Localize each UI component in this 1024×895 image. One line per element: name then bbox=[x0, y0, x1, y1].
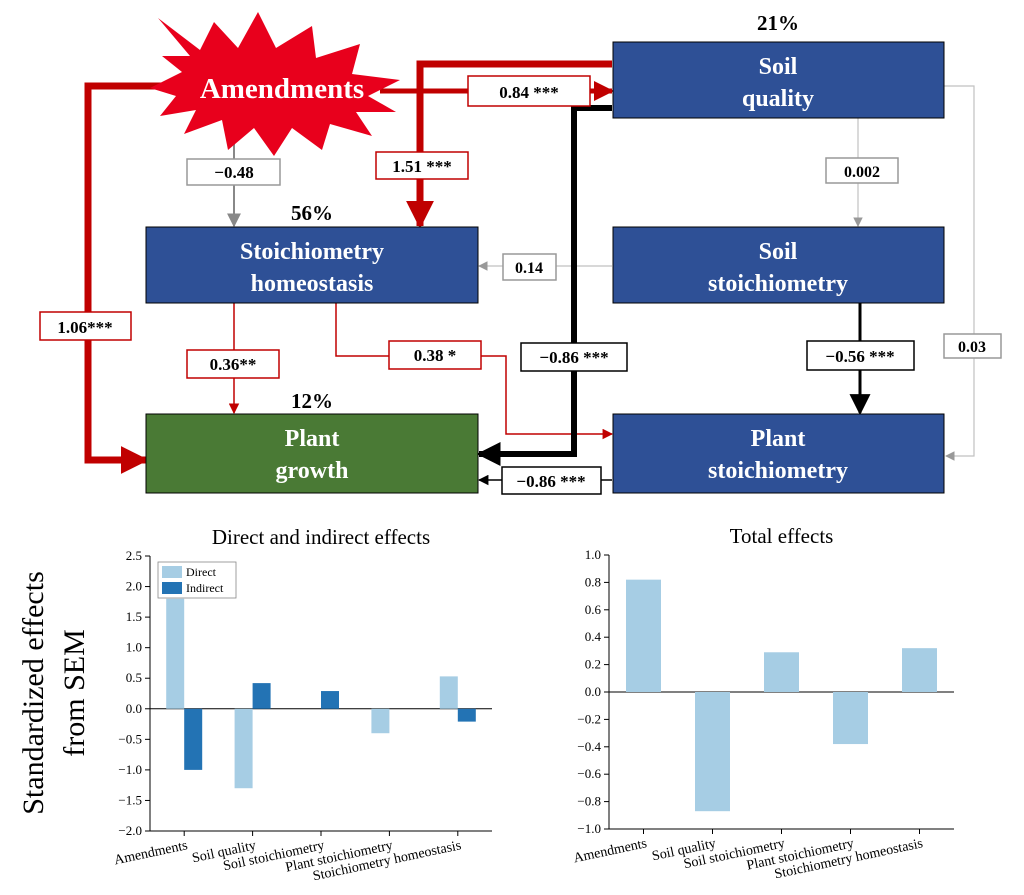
y-tick-label: −0.2 bbox=[577, 711, 601, 726]
x-tick-label: Amendments bbox=[113, 838, 189, 868]
node-soil-quality-line2: quality bbox=[742, 86, 814, 112]
bar-indirect bbox=[184, 708, 203, 770]
coef-soil-quality-homeostasis-text: 1.51 *** bbox=[392, 157, 452, 176]
y-tick-label: 0.5 bbox=[126, 670, 142, 685]
coef-amendments-homeostasis-text: −0.48 bbox=[214, 163, 253, 182]
bar-indirect bbox=[457, 708, 476, 722]
coef-amendments-plant-growth-text: 1.06*** bbox=[57, 318, 112, 337]
coef-soil-quality-homeostasis: 1.51 *** bbox=[375, 151, 469, 180]
bar-total bbox=[626, 579, 661, 692]
node-soil-stoichiometry: Soil stoichiometry bbox=[612, 226, 945, 304]
bar-indirect bbox=[252, 683, 271, 709]
y-label-line2: from SEM bbox=[58, 629, 91, 757]
node-soil-stoich-line2: stoichiometry bbox=[708, 271, 848, 297]
amendments-node: Amendments bbox=[150, 12, 400, 156]
y-tick-label: −0.8 bbox=[577, 794, 601, 809]
coef-soil-stoich-plant-stoich-text: −0.56 *** bbox=[825, 347, 894, 366]
legend-swatch bbox=[162, 582, 182, 594]
y-tick-label: −1.0 bbox=[118, 762, 142, 777]
y-tick-label: 1.5 bbox=[126, 609, 142, 624]
coef-homeostasis-plant-stoich: 0.38 * bbox=[388, 340, 482, 370]
chart-total-effects: Total effects 1.0 0.8 0.6 0.4 0.2 0.0 −0.2 −0.4 −… bbox=[572, 524, 954, 882]
node-plant-growth-line1: Plant bbox=[285, 426, 340, 452]
y-tick-label: 0.0 bbox=[126, 701, 142, 716]
shared-y-axis-label: Standardized effects from SEM bbox=[17, 571, 91, 815]
coef-soil-stoich-plant-stoich: −0.56 *** bbox=[806, 340, 915, 371]
bar-direct bbox=[166, 598, 185, 709]
amendments-label: Amendments bbox=[200, 73, 364, 105]
y-tick-label: 2.0 bbox=[126, 579, 142, 594]
coef-amendments-soil-quality-text: 0.84 *** bbox=[499, 83, 559, 102]
node-plant-growth-line2: growth bbox=[276, 458, 349, 484]
node-homeostasis-line1: Stoichiometry bbox=[240, 239, 384, 265]
y-tick-label: 0.2 bbox=[585, 657, 601, 672]
y-tick-label: 2.5 bbox=[126, 548, 142, 563]
r2-homeostasis: 56% bbox=[291, 201, 333, 225]
arrow-soil-quality-to-plant-growth bbox=[476, 105, 612, 466]
y-tick-label: 0.6 bbox=[585, 602, 602, 617]
coef-soil-quality-plant-stoich-text: 0.03 bbox=[958, 339, 986, 356]
node-plant-growth: Plant growth bbox=[145, 413, 479, 494]
coef-amendments-homeostasis: −0.48 bbox=[186, 158, 281, 186]
node-soil-stoich-line1: Soil bbox=[759, 239, 798, 265]
bar-total bbox=[695, 692, 730, 812]
coef-soil-quality-plant-growth-text: −0.86 *** bbox=[539, 348, 608, 367]
bar-direct bbox=[234, 708, 253, 789]
r2-soil-quality: 21% bbox=[757, 11, 799, 35]
y-tick-label: 0.4 bbox=[585, 629, 602, 644]
coef-soil-quality-soil-stoich-text: 0.002 bbox=[844, 164, 880, 181]
node-stoichiometry-homeostasis: Stoichiometry homeostasis bbox=[145, 226, 479, 304]
amendments-starburst bbox=[150, 12, 400, 156]
y-tick-label: −0.5 bbox=[118, 731, 142, 746]
node-homeostasis-line2: homeostasis bbox=[251, 271, 374, 297]
node-soil-quality: Soil quality bbox=[612, 41, 945, 119]
y-tick-label: −1.5 bbox=[118, 792, 142, 807]
y-tick-label: −0.4 bbox=[577, 739, 601, 754]
coef-homeostasis-plant-growth-text: 0.36** bbox=[210, 355, 257, 374]
legend-label: Direct bbox=[186, 565, 217, 579]
node-soil-quality-line1: Soil bbox=[759, 54, 798, 80]
coef-amendments-plant-growth: 1.06*** bbox=[39, 311, 132, 341]
arrow-soil-quality-to-plant-stoichiometry bbox=[944, 85, 975, 461]
y-tick-label: 1.0 bbox=[126, 640, 142, 655]
bar-total bbox=[833, 692, 868, 745]
coef-plant-stoich-plant-growth: −0.86 *** bbox=[501, 466, 602, 495]
arrow-homeostasis-to-plant-stoichiometry bbox=[335, 303, 614, 440]
chart-title: Direct and indirect effects bbox=[212, 525, 430, 549]
x-tick-label: Amendments bbox=[572, 836, 648, 866]
arrow-amendments-to-plant-growth bbox=[84, 82, 188, 474]
coef-homeostasis-plant-growth: 0.36** bbox=[186, 349, 280, 379]
coef-soil-stoich-homeostasis: 0.14 bbox=[502, 253, 557, 281]
bar-total bbox=[764, 652, 799, 692]
coef-soil-stoich-homeostasis-text: 0.14 bbox=[515, 260, 543, 277]
legend-swatch bbox=[162, 566, 182, 578]
node-plant-stoich-line2: stoichiometry bbox=[708, 458, 848, 484]
coef-plant-stoich-plant-growth-text: −0.86 *** bbox=[516, 472, 585, 491]
bar-direct bbox=[371, 708, 390, 734]
node-plant-stoichiometry: Plant stoichiometry bbox=[612, 413, 945, 494]
bar-total bbox=[902, 648, 937, 692]
r2-plant-growth: 12% bbox=[291, 389, 333, 413]
y-label-line1: Standardized effects bbox=[17, 571, 50, 815]
node-plant-stoich-line1: Plant bbox=[751, 426, 806, 452]
chart-direct-indirect: Direct and indirect effects 2.5 2.0 1.5 1.0 0… bbox=[113, 525, 492, 884]
coef-soil-quality-plant-stoich: 0.03 bbox=[943, 333, 1002, 359]
y-tick-label: 1.0 bbox=[585, 547, 601, 562]
bar-indirect bbox=[321, 691, 339, 709]
y-tick-label: 0.8 bbox=[585, 574, 601, 589]
coef-amendments-soil-quality: 0.84 *** bbox=[467, 75, 591, 107]
y-tick-label: −0.6 bbox=[577, 766, 601, 781]
coef-homeostasis-plant-stoich-text: 0.38 * bbox=[414, 346, 457, 365]
bar-direct bbox=[439, 676, 458, 709]
legend-label: Indirect bbox=[186, 581, 224, 595]
coef-soil-quality-plant-growth: −0.86 *** bbox=[520, 342, 628, 372]
y-tick-label: 0.0 bbox=[585, 684, 601, 699]
coef-soil-quality-soil-stoich: 0.002 bbox=[825, 157, 899, 184]
y-tick-label: −2.0 bbox=[118, 823, 142, 838]
y-tick-label: −1.0 bbox=[577, 821, 601, 836]
chart-title: Total effects bbox=[730, 524, 834, 548]
